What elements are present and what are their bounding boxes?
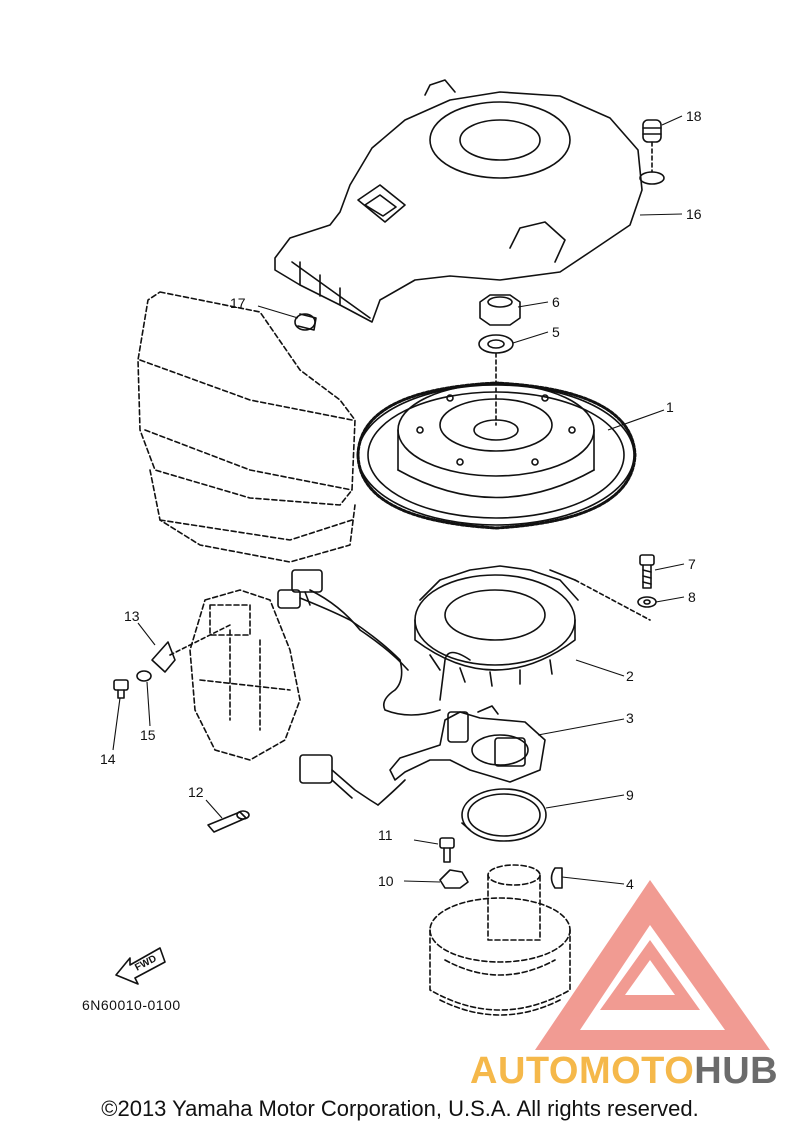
watermark-logo-icon xyxy=(535,880,770,1050)
callout-16: 16 xyxy=(686,206,702,222)
callout-3: 3 xyxy=(626,710,634,726)
grommet xyxy=(639,119,665,185)
callout-1: 1 xyxy=(666,399,674,415)
flywheel xyxy=(356,381,637,530)
intake-silencer xyxy=(137,291,356,563)
callout-2: 2 xyxy=(626,668,634,684)
ring-9 xyxy=(461,788,547,842)
washer-15 xyxy=(136,670,152,682)
flywheel-nut xyxy=(479,294,521,326)
wire-harness xyxy=(277,569,471,716)
washer-8 xyxy=(637,596,657,608)
part-code: 6N60010-0100 xyxy=(82,997,181,1013)
callout-14: 14 xyxy=(100,751,116,767)
watermark-text: AUTOMOTOHUB xyxy=(470,1050,778,1093)
callout-12: 12 xyxy=(188,784,204,800)
callout-15: 15 xyxy=(140,727,156,743)
callout-8: 8 xyxy=(688,589,696,605)
callout-5: 5 xyxy=(552,324,560,340)
callout-18: 18 xyxy=(686,108,702,124)
crankshaft-housing xyxy=(429,864,571,1016)
callout-10: 10 xyxy=(378,873,394,889)
callout-9: 9 xyxy=(626,787,634,803)
watermark-brand-part1: AUTOMOTO xyxy=(470,1050,695,1092)
callout-7: 7 xyxy=(688,556,696,572)
bracket-10 xyxy=(439,869,469,889)
washer-5 xyxy=(478,334,514,354)
fwd-arrow-icon xyxy=(115,947,166,985)
bracket-13 xyxy=(151,624,231,673)
copyright-notice: ©2013 Yamaha Motor Corporation, U.S.A. A… xyxy=(101,1096,699,1121)
callout-13: 13 xyxy=(124,608,140,624)
watermark-brand-part2: HUB xyxy=(694,1050,779,1092)
flywheel-cover xyxy=(274,79,643,323)
callout-6: 6 xyxy=(552,294,560,310)
callout-11: 11 xyxy=(378,827,393,843)
callout-17: 17 xyxy=(230,295,246,311)
fitting-17 xyxy=(294,313,317,331)
pin-12 xyxy=(207,810,250,833)
screw-14 xyxy=(113,679,129,699)
connector-plug xyxy=(299,754,406,806)
pulser-base xyxy=(389,705,546,783)
bolt-7 xyxy=(639,554,655,589)
bolt-11 xyxy=(439,837,455,863)
callout-4: 4 xyxy=(626,876,634,892)
key-4 xyxy=(550,867,563,889)
stator xyxy=(414,565,651,687)
fwd-label: FWD xyxy=(133,953,158,973)
engine-block xyxy=(189,589,301,761)
